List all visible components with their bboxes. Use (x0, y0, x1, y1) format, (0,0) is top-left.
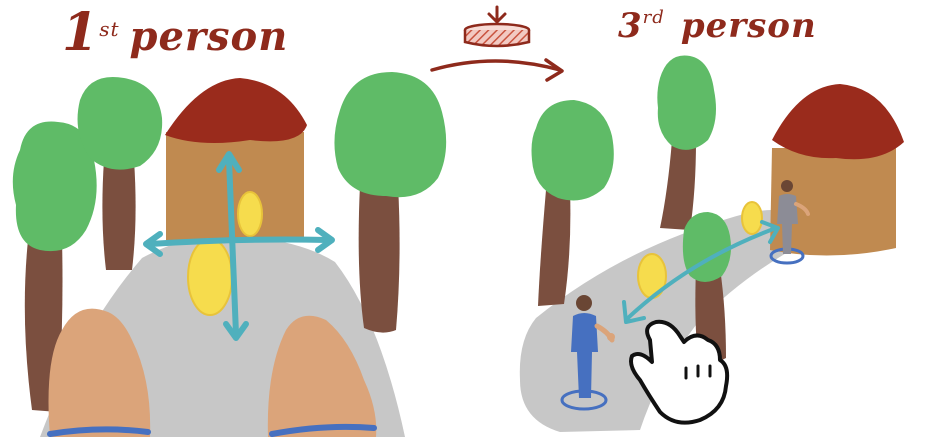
third-person-tree-mid (657, 55, 716, 230)
first-person-title: 1st person (62, 2, 288, 63)
first-person-tree-right (334, 72, 447, 333)
third-person-scene (519, 55, 904, 432)
coin (741, 201, 763, 235)
first-person-suffix: st (99, 17, 120, 41)
move-controls-icon (143, 151, 335, 341)
first-person-word: person (129, 13, 289, 60)
third-person-suffix: rd (642, 7, 665, 28)
third-person-tree-left (531, 100, 614, 306)
third-person-number: 3 (618, 6, 643, 46)
coin (237, 191, 263, 237)
right-arrow-icon (430, 58, 564, 82)
first-person-number: 1 (62, 2, 100, 63)
first-person-tree-mid (77, 76, 163, 270)
third-person-title: 3rd person (618, 6, 817, 46)
third-person-word: person (680, 6, 817, 46)
third-person-house (770, 84, 904, 256)
pointer-glove-icon (629, 319, 730, 425)
camera-pullback-icon (463, 5, 531, 48)
coin (187, 238, 233, 316)
left-hand (47, 308, 151, 437)
travel-path-arrow (622, 220, 780, 324)
first-person-scene (12, 72, 447, 437)
right-hand (267, 315, 377, 437)
destination-character (769, 180, 810, 265)
first-person-house (165, 78, 307, 240)
player-character (560, 295, 615, 411)
